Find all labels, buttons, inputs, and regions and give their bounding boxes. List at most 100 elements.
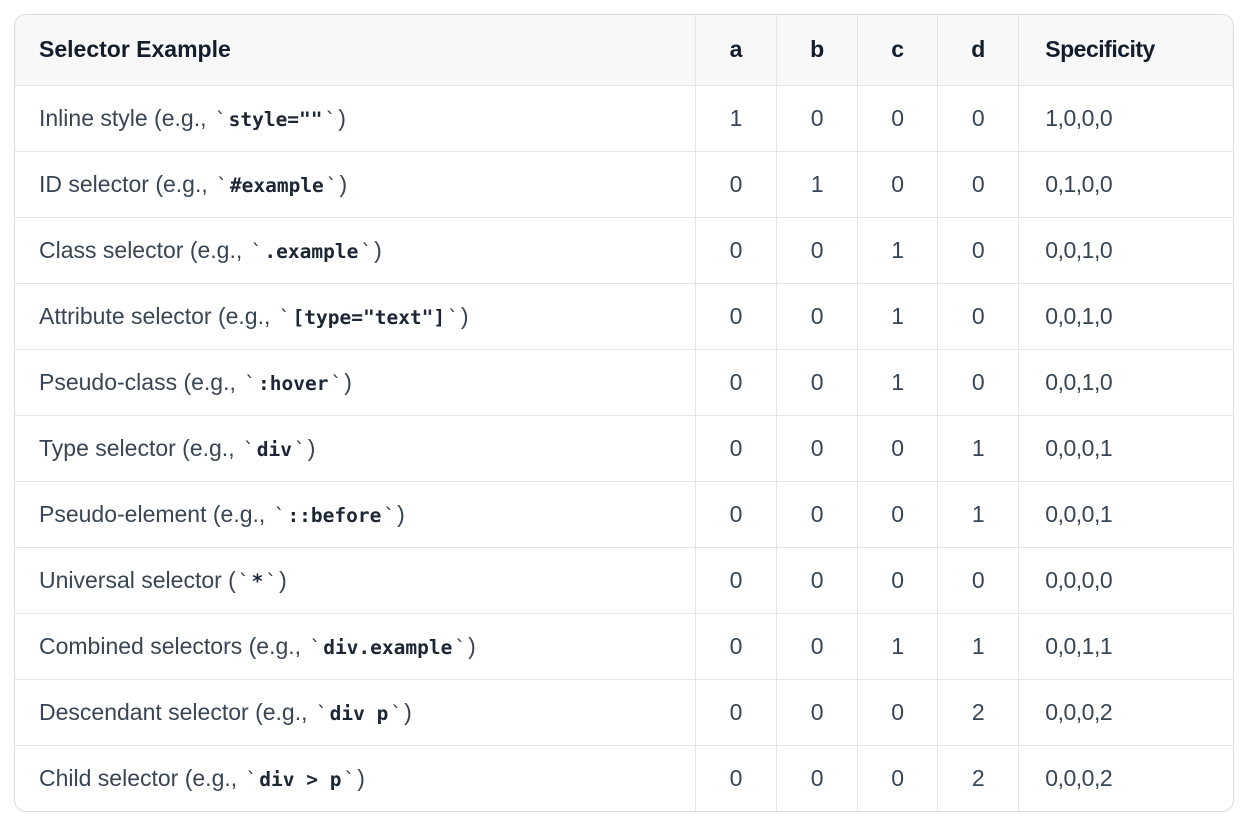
column-d-value: 2 bbox=[937, 744, 1019, 811]
backtick: ` bbox=[325, 173, 338, 197]
selector-code: :hover bbox=[258, 371, 329, 395]
selector-label-suffix: ) bbox=[338, 104, 346, 131]
selector-label-suffix: ) bbox=[344, 368, 352, 395]
backtick: ` bbox=[237, 569, 250, 593]
backtick: ` bbox=[343, 767, 356, 791]
column-b-value: 0 bbox=[776, 84, 858, 151]
backtick: ` bbox=[245, 767, 258, 791]
backtick: ` bbox=[265, 569, 278, 593]
column-b-value: 0 bbox=[776, 612, 858, 679]
column-a-value: 0 bbox=[695, 414, 777, 481]
column-d-value: 1 bbox=[937, 414, 1019, 481]
selector-label-text: Attribute selector (e.g., bbox=[39, 302, 277, 329]
selector-label-text: Pseudo-class (e.g., bbox=[39, 368, 243, 395]
table-row: Attribute selector (e.g., `[type="text"]… bbox=[15, 282, 1233, 349]
column-d-value: 1 bbox=[937, 612, 1019, 679]
selector-example-cell: Pseudo-class (e.g., `:hover`) bbox=[15, 348, 696, 415]
column-header-d: d bbox=[937, 15, 1019, 85]
column-header-b: b bbox=[776, 15, 858, 85]
selector-label-text: Type selector (e.g., bbox=[39, 434, 241, 461]
specificity-value: 0,0,0,2 bbox=[1018, 744, 1233, 811]
column-c-value: 1 bbox=[857, 612, 938, 679]
column-a-value: 0 bbox=[695, 150, 777, 217]
specificity-value: 0,0,0,2 bbox=[1018, 678, 1233, 745]
selector-code: div p bbox=[329, 701, 389, 725]
column-a-value: 0 bbox=[695, 348, 777, 415]
column-d-value: 0 bbox=[937, 348, 1019, 415]
column-c-value: 1 bbox=[857, 216, 938, 283]
column-c-value: 0 bbox=[857, 546, 938, 613]
column-a-value: 0 bbox=[695, 480, 777, 547]
selector-label-text: Universal selector ( bbox=[39, 566, 236, 593]
specificity-value: 0,0,1,0 bbox=[1018, 348, 1233, 415]
selector-example-cell: Pseudo-element (e.g., `::before`) bbox=[15, 480, 696, 547]
column-c-value: 0 bbox=[857, 414, 938, 481]
column-b-value: 0 bbox=[776, 744, 858, 811]
column-b-value: 0 bbox=[776, 282, 858, 349]
column-d-value: 0 bbox=[937, 546, 1019, 613]
column-a-value: 0 bbox=[695, 744, 777, 811]
column-c-value: 0 bbox=[857, 150, 938, 217]
column-d-value: 2 bbox=[937, 678, 1019, 745]
column-c-value: 0 bbox=[857, 744, 938, 811]
specificity-value: 0,0,1,0 bbox=[1018, 282, 1233, 349]
selector-label-text: Child selector (e.g., bbox=[39, 764, 244, 791]
column-b-value: 0 bbox=[776, 480, 858, 547]
selector-label-text: Inline style (e.g., bbox=[39, 104, 213, 131]
column-c-value: 0 bbox=[857, 480, 938, 547]
backtick: ` bbox=[454, 635, 467, 659]
selector-label-text: Combined selectors (e.g., bbox=[39, 632, 308, 659]
column-header-specificity: Specificity bbox=[1018, 15, 1233, 85]
selector-label-suffix: ) bbox=[307, 434, 316, 461]
selector-example-cell: Attribute selector (e.g., `[type="text"]… bbox=[15, 282, 696, 349]
selector-label-text: Descendant selector (e.g., bbox=[39, 698, 314, 725]
selector-example-cell: Inline style (e.g., `style=""`) bbox=[15, 84, 696, 151]
column-d-value: 0 bbox=[937, 216, 1019, 283]
table-header-row: Selector Example a b c d Specificity bbox=[15, 15, 1233, 85]
selector-example-cell: Type selector (e.g., `div`) bbox=[15, 414, 696, 481]
selector-label-suffix: ) bbox=[397, 500, 405, 527]
column-b-value: 0 bbox=[776, 414, 858, 481]
specificity-value: 0,0,0,1 bbox=[1018, 414, 1233, 481]
column-a-value: 0 bbox=[695, 546, 777, 613]
selector-code: div > p bbox=[259, 767, 342, 791]
table-row: Combined selectors (e.g., `div.example`)… bbox=[15, 612, 1233, 679]
selector-label-suffix: ) bbox=[357, 764, 365, 791]
specificity-value: 0,0,0,1 bbox=[1018, 480, 1233, 547]
selector-label-suffix: ) bbox=[460, 302, 469, 329]
column-c-value: 0 bbox=[857, 84, 938, 151]
column-c-value: 1 bbox=[857, 348, 938, 415]
column-c-value: 1 bbox=[857, 282, 938, 349]
specificity-value: 1,0,0,0 bbox=[1018, 84, 1233, 151]
selector-label-suffix: ) bbox=[339, 170, 348, 197]
column-c-value: 0 bbox=[857, 678, 938, 745]
backtick: ` bbox=[330, 371, 343, 395]
column-b-value: 0 bbox=[776, 216, 858, 283]
backtick: ` bbox=[383, 503, 396, 527]
column-header-selector-example: Selector Example bbox=[15, 15, 696, 85]
backtick: ` bbox=[278, 305, 291, 329]
table-header: Selector Example a b c d Specificity bbox=[15, 15, 1233, 85]
backtick: ` bbox=[214, 107, 227, 131]
column-b-value: 0 bbox=[776, 348, 858, 415]
selector-label-text: Pseudo-element (e.g., bbox=[39, 500, 272, 527]
selector-code: style="" bbox=[228, 107, 323, 131]
selector-code: div bbox=[256, 437, 292, 461]
column-a-value: 0 bbox=[695, 282, 777, 349]
column-a-value: 0 bbox=[695, 612, 777, 679]
backtick: ` bbox=[244, 371, 257, 395]
backtick: ` bbox=[216, 173, 228, 197]
selector-label-suffix: ) bbox=[374, 236, 382, 263]
column-b-value: 0 bbox=[776, 678, 858, 745]
selector-example-cell: Combined selectors (e.g., `div.example`) bbox=[15, 612, 696, 679]
backtick: ` bbox=[447, 305, 459, 329]
specificity-table: Selector Example a b c d Specificity Inl… bbox=[15, 15, 1233, 811]
column-d-value: 0 bbox=[937, 150, 1019, 217]
selector-code: .example bbox=[264, 239, 359, 263]
